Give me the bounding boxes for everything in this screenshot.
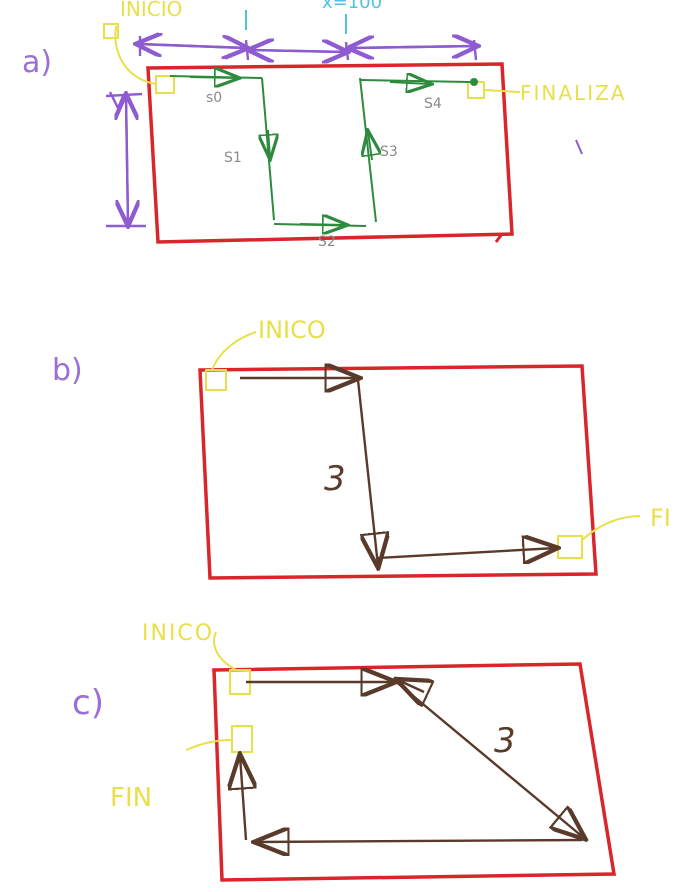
- height-dimension: [105, 92, 146, 226]
- start-leader-c: [213, 631, 237, 671]
- cut-label: x=100: [322, 0, 382, 13]
- end-label-b: FI: [650, 504, 671, 532]
- end-dot: [470, 78, 478, 86]
- panel-c: c) INICO FIN 3: [72, 621, 617, 882]
- panel-a-label: a): [22, 45, 52, 80]
- step-s1: S1: [224, 150, 242, 166]
- path-a: [169, 76, 471, 226]
- end-leader-b: [581, 515, 641, 541]
- end-leader-c: [185, 739, 233, 751]
- path-b: [240, 378, 556, 566]
- start-leader: [114, 25, 157, 85]
- end-label: FINALIZA: [520, 81, 626, 105]
- segment-count-b: 3: [324, 459, 346, 499]
- panel-b-label: b): [52, 353, 83, 388]
- start-leader-box: [103, 23, 119, 39]
- step-s0: s0: [206, 90, 222, 106]
- border-tick: [494, 233, 504, 243]
- end-label-c: FIN: [110, 783, 152, 813]
- start-label-c: INICO: [142, 621, 214, 646]
- end-marker-b: [557, 535, 583, 559]
- segment-count-c: 3: [494, 721, 516, 761]
- panel-b: b) INICO FI 3: [52, 316, 671, 580]
- panel-a: a) x=100: [22, 0, 626, 250]
- width-dimension: [138, 36, 476, 60]
- panel-c-border: [212, 662, 617, 882]
- cut-marks: [245, 10, 347, 34]
- end-marker-c: [231, 725, 253, 753]
- start-label: INICIO: [120, 0, 182, 21]
- purple-mark: [575, 139, 583, 155]
- step-s4: S4: [424, 96, 442, 112]
- start-label-b: INICO: [258, 316, 326, 344]
- start-marker: [155, 75, 175, 94]
- path-c: [240, 680, 584, 842]
- step-s3: S3: [380, 144, 398, 160]
- start-marker-b: [205, 369, 227, 391]
- step-s2: S2: [318, 234, 336, 250]
- panel-c-label: c): [72, 683, 104, 723]
- start-leader-b: [211, 331, 257, 371]
- panel-b-border: [198, 364, 598, 580]
- end-leader: [483, 89, 521, 93]
- panel-a-border: [146, 62, 514, 244]
